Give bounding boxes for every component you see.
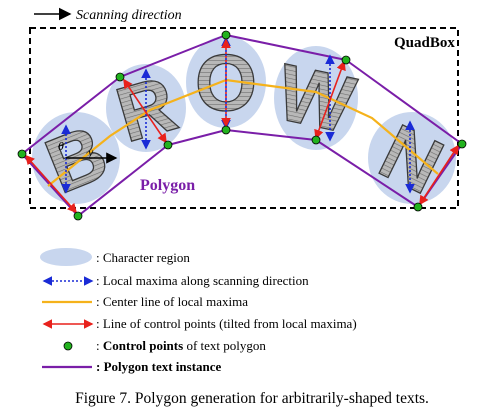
control-point <box>163 140 173 150</box>
quadbox-rect <box>29 27 459 209</box>
control-point <box>73 211 83 221</box>
letter-n: N <box>367 107 456 211</box>
legend-control-point-text: : Control points of text polygon <box>96 338 266 353</box>
control-point-line <box>24 154 78 214</box>
control-points <box>17 30 467 221</box>
control-point <box>341 55 351 65</box>
polygon-label: Polygon <box>140 177 195 194</box>
figure-caption: Figure 7. Polygon generation for arbitra… <box>75 390 429 407</box>
control-point <box>221 125 231 135</box>
legend-character-region-swatch <box>40 248 92 266</box>
control-point <box>17 149 27 159</box>
legend-character-region-text: : Character region <box>96 250 190 265</box>
control-point-line <box>419 144 459 206</box>
legend-control-point-swatch <box>63 341 73 351</box>
control-point <box>457 139 467 149</box>
control-point <box>221 30 231 40</box>
theta-label: θ <box>58 139 64 153</box>
control-point-line <box>123 78 167 144</box>
legend-control-line-text: : Line of control points (tilted from lo… <box>96 316 357 331</box>
legend-polygon-text: : Polygon text instance <box>96 359 222 374</box>
legend-local-maxima-text: : Local maxima along scanning direction <box>96 273 309 288</box>
legend-center-line-text: : Center line of local maxima <box>96 294 248 309</box>
control-point <box>413 202 423 212</box>
control-point-lines <box>24 38 459 214</box>
control-point <box>311 135 321 145</box>
legend: : Character region : Local maxima along … <box>40 248 357 374</box>
scanning-direction-label: Scanning direction <box>76 8 182 23</box>
control-point <box>115 72 125 82</box>
y-axis-label: y <box>87 145 94 159</box>
quadbox-label: QuadBox <box>394 35 455 51</box>
control-point-line <box>314 60 346 140</box>
